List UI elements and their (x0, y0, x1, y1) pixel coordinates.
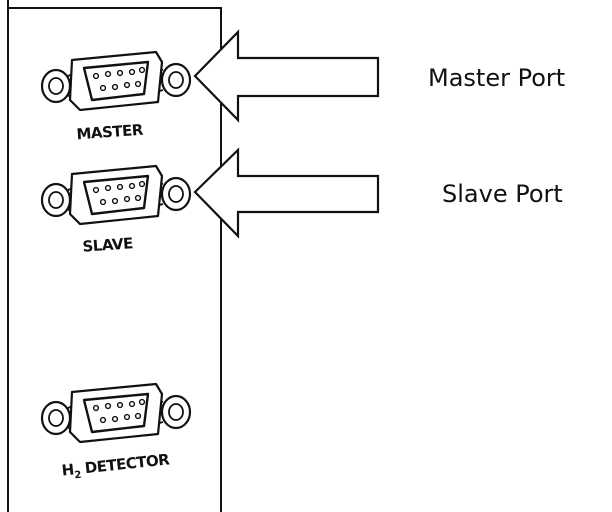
slave-connector (40, 164, 192, 226)
panel-outline (7, 0, 222, 512)
slave-arrow (193, 147, 380, 239)
master-connector (40, 50, 192, 112)
h2-detector-connector (40, 382, 192, 444)
slave-panel-label: SLAVE (82, 234, 134, 255)
master-arrow (193, 29, 380, 123)
slave-port-callout: Slave Port (442, 180, 563, 208)
h2-detector-panel-label: H2 DETECTOR (61, 450, 172, 482)
master-port-callout: Master Port (428, 64, 565, 92)
master-panel-label: MASTER (76, 121, 144, 144)
